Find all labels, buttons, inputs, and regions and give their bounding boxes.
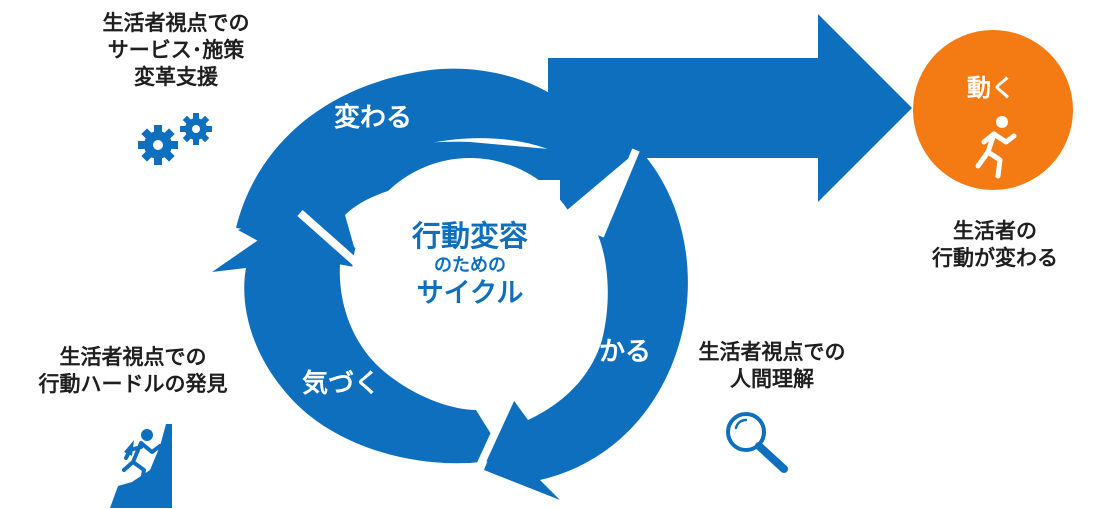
outcome-line2: 行動が変わる <box>932 246 1058 270</box>
hurdle-discovery-line2: 行動ハードルの発見 <box>38 372 228 396</box>
runner-icon <box>975 116 1017 179</box>
service-support-line2: サービス･施策 <box>107 38 245 62</box>
center-title-line2: のための <box>434 255 506 276</box>
service-support-line3: 変革支援 <box>134 65 218 89</box>
cycle-arrow-understand <box>484 150 688 500</box>
stage-change-label: 変わる <box>334 103 413 133</box>
stage-notice-label: 気づく <box>302 369 381 399</box>
climber-icon <box>110 424 172 508</box>
stage-understand-label: 分かる <box>573 337 652 367</box>
outcome-label: 生活者の 行動が変わる <box>900 218 1090 272</box>
human-understanding-line2: 人間理解 <box>730 367 814 391</box>
cycle-arrow-change-body <box>236 68 560 240</box>
gears-icon <box>138 113 212 165</box>
service-support-line1: 生活者視点での <box>102 11 250 35</box>
service-support-label: 生活者視点での サービス･施策 変革支援 <box>66 10 286 91</box>
human-understanding-label: 生活者視点での 人間理解 <box>672 339 872 393</box>
cycle-arrow-notice <box>212 214 506 464</box>
action-label: 動く <box>967 74 1015 102</box>
magnifier-icon <box>726 412 788 473</box>
hurdle-discovery-label: 生活者視点での 行動ハードルの発見 <box>18 344 248 398</box>
human-understanding-line1: 生活者視点での <box>698 340 846 364</box>
cycle-center-disc <box>352 158 588 394</box>
hurdle-discovery-line1: 生活者視点での <box>59 345 207 369</box>
center-title: 行動変容 のための サイクル <box>372 218 568 310</box>
center-title-line3: サイクル <box>416 278 524 309</box>
action-circle <box>913 30 1073 190</box>
center-title-line1: 行動変容 <box>411 219 528 253</box>
outcome-line1: 生活者の <box>953 219 1037 243</box>
